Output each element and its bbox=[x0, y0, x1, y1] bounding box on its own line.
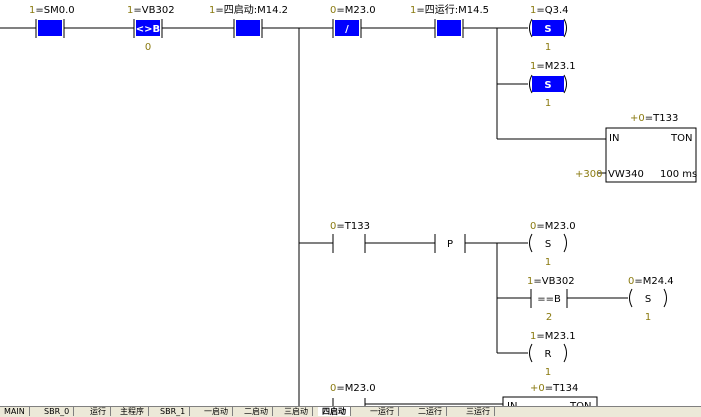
program-tab-bar: MAIN SBR_0 运行 主程序 SBR_1 一启动 二启动 三启动 四启动 … bbox=[0, 406, 701, 417]
svg-text:0=M23.0: 0=M23.0 bbox=[330, 383, 376, 394]
tab-start-1[interactable]: 一启动 bbox=[200, 407, 233, 416]
svg-text:0=M23.0: 0=M23.0 bbox=[330, 5, 376, 16]
tab-main-program[interactable]: 主程序 bbox=[116, 407, 149, 416]
svg-text:<>B: <>B bbox=[136, 24, 160, 35]
tab-sbr1[interactable]: SBR_1 bbox=[156, 407, 191, 416]
svg-text:1=Q3.4: 1=Q3.4 bbox=[530, 5, 569, 16]
svg-text:1: 1 bbox=[545, 367, 551, 378]
svg-text:1=四启动:M14.2: 1=四启动:M14.2 bbox=[209, 3, 288, 16]
network-1 bbox=[0, 27, 606, 416]
svg-text:/: / bbox=[345, 24, 349, 35]
contact-m14-2[interactable]: 1=四启动:M14.2 bbox=[209, 3, 288, 38]
contact-t133[interactable]: 0=T133 bbox=[330, 221, 370, 253]
tab-run-1[interactable]: 一运行 bbox=[366, 407, 399, 416]
contact-vb302-not-equal[interactable]: 1=VB302 <>B 0 bbox=[127, 5, 175, 53]
svg-text:100 ms: 100 ms bbox=[660, 169, 697, 180]
svg-text:0=M23.0: 0=M23.0 bbox=[530, 221, 576, 232]
svg-text:1=SM0.0: 1=SM0.0 bbox=[29, 5, 75, 16]
svg-text:1: 1 bbox=[545, 257, 551, 268]
svg-text:1: 1 bbox=[645, 312, 651, 323]
coil-m23-1-reset[interactable]: 1=M23.1 R 1 bbox=[529, 331, 576, 378]
svg-text:S: S bbox=[544, 80, 551, 91]
tab-sbr0[interactable]: SBR_0 bbox=[40, 407, 75, 416]
svg-text:0: 0 bbox=[145, 42, 151, 53]
svg-text:VW340: VW340 bbox=[608, 169, 644, 180]
svg-text:1: 1 bbox=[545, 98, 551, 109]
tab-start-2[interactable]: 二启动 bbox=[240, 407, 273, 416]
network-2 bbox=[299, 242, 628, 354]
svg-text:S: S bbox=[645, 294, 651, 305]
tab-main[interactable]: MAIN bbox=[0, 407, 30, 416]
contact-sm0-0[interactable]: 1=SM0.0 bbox=[29, 5, 75, 38]
tab-start-3[interactable]: 三启动 bbox=[280, 407, 313, 416]
svg-text:P: P bbox=[447, 239, 453, 250]
svg-text:+300: +300 bbox=[575, 169, 602, 180]
svg-text:2: 2 bbox=[546, 312, 552, 323]
tab-start-4[interactable]: 四启动 bbox=[318, 407, 351, 416]
coil-m24-4-set[interactable]: 0=M24.4 S 1 bbox=[628, 276, 674, 323]
svg-text:0=M24.4: 0=M24.4 bbox=[628, 276, 674, 287]
svg-text:0=T133: 0=T133 bbox=[330, 221, 370, 232]
svg-text:1=VB302: 1=VB302 bbox=[527, 276, 575, 287]
positive-edge-contact[interactable]: P bbox=[434, 234, 466, 253]
coil-q3-4-set[interactable]: 1=Q3.4 S 1 bbox=[529, 5, 569, 53]
svg-text:+0=T133: +0=T133 bbox=[630, 113, 678, 124]
svg-text:S: S bbox=[544, 24, 551, 35]
contact-m23-0[interactable]: 0=M23.0 bbox=[330, 383, 376, 394]
svg-text:R: R bbox=[545, 349, 552, 360]
tab-run[interactable]: 运行 bbox=[86, 407, 111, 416]
svg-text:TON: TON bbox=[670, 133, 692, 144]
contact-m14-5[interactable]: 1=四运行:M14.5 bbox=[410, 3, 489, 38]
timer-t133-ton[interactable]: +0=T133 IN TON +300 VW340 100 ms bbox=[575, 113, 697, 183]
coil-m23-0-set[interactable]: 0=M23.0 S 1 bbox=[529, 221, 576, 268]
svg-text:S: S bbox=[545, 239, 551, 250]
svg-text:1=四运行:M14.5: 1=四运行:M14.5 bbox=[410, 3, 489, 16]
svg-text:+0=T134: +0=T134 bbox=[530, 383, 578, 394]
svg-text:IN: IN bbox=[609, 133, 619, 144]
svg-text:1=M23.1: 1=M23.1 bbox=[530, 61, 576, 72]
svg-text:1: 1 bbox=[545, 42, 551, 53]
coil-m23-1-set[interactable]: 1=M23.1 S 1 bbox=[529, 61, 576, 109]
svg-text:==B: ==B bbox=[537, 294, 561, 305]
tab-run-2[interactable]: 二运行 bbox=[414, 407, 447, 416]
tab-run-3[interactable]: 三运行 bbox=[462, 407, 495, 416]
svg-text:1=M23.1: 1=M23.1 bbox=[530, 331, 576, 342]
svg-text:1=VB302: 1=VB302 bbox=[127, 5, 175, 16]
contact-vb302-equal[interactable]: 1=VB302 ==B 2 bbox=[527, 276, 575, 323]
contact-m23-0-nc[interactable]: 0=M23.0 / bbox=[330, 5, 376, 38]
